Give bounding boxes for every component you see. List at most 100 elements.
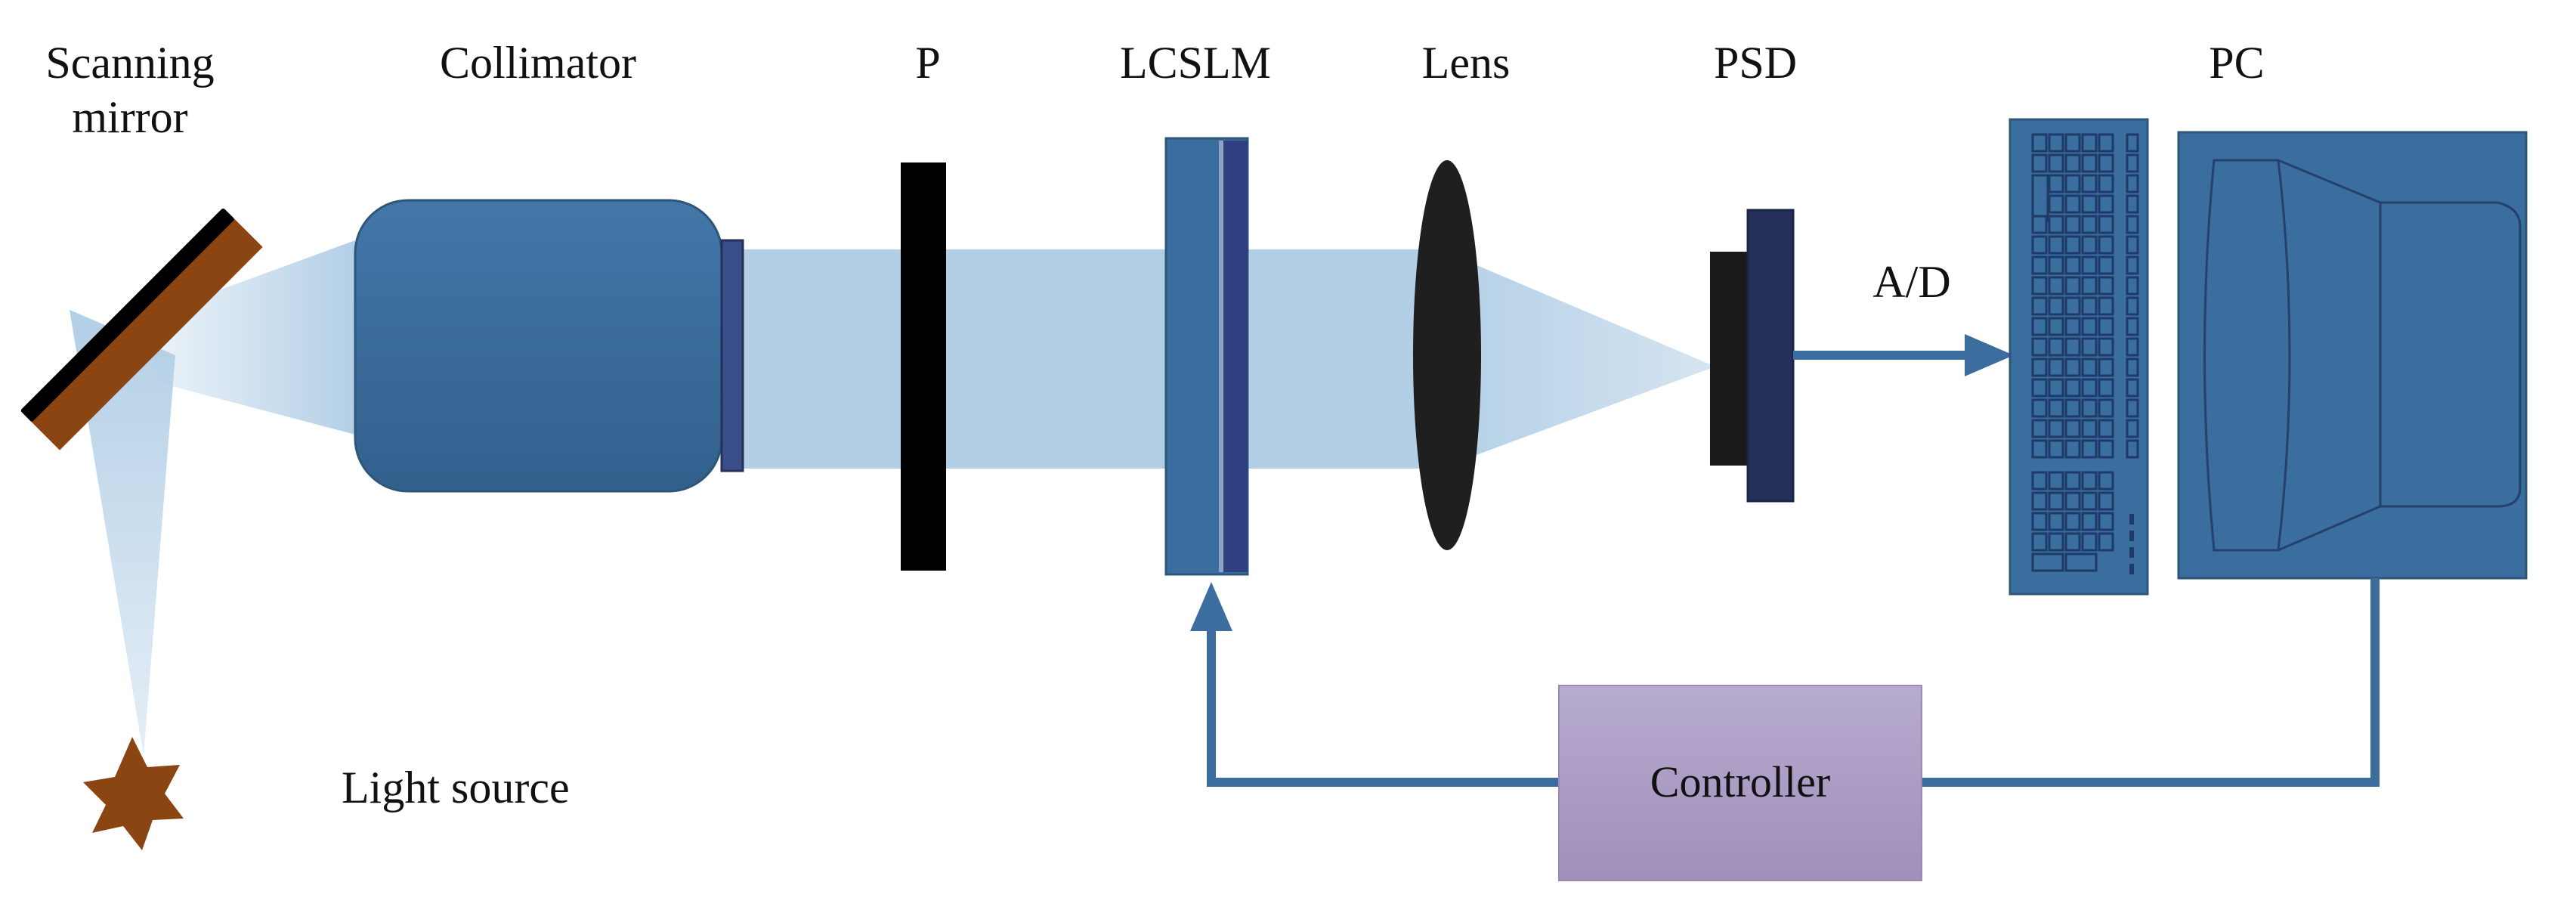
keyboard-key bbox=[2098, 153, 2114, 173]
keyboard-key bbox=[2081, 194, 2098, 214]
keyboard-key bbox=[2031, 215, 2048, 234]
keyboard-key bbox=[2081, 512, 2098, 531]
keyboard-key bbox=[2031, 357, 2048, 377]
beam-collimated bbox=[725, 249, 1440, 469]
keyboard-key bbox=[2031, 235, 2048, 255]
beam-paths bbox=[70, 240, 1715, 756]
keyboard-key bbox=[2031, 337, 2048, 357]
keyboard-key bbox=[2098, 255, 2114, 275]
keyboard-key bbox=[2048, 133, 2064, 153]
keyboard-key bbox=[2098, 419, 2114, 438]
label-controller: Controller bbox=[1650, 757, 1830, 806]
label-scanning-mirror-line2: mirror bbox=[72, 92, 187, 142]
keyboard-indicator bbox=[2129, 547, 2134, 558]
keyboard-key bbox=[2048, 532, 2064, 552]
keyboard-key bbox=[2098, 215, 2114, 234]
keyboard-key bbox=[2081, 357, 2098, 377]
keyboard-key bbox=[2048, 194, 2064, 214]
keyboard-key bbox=[2081, 153, 2098, 173]
keyboard-key bbox=[2126, 357, 2139, 377]
keyboard-key bbox=[2031, 532, 2048, 552]
keyboard-key bbox=[2098, 337, 2114, 357]
keyboard-key bbox=[2031, 471, 2048, 491]
keyboard-key bbox=[2064, 419, 2081, 438]
keyboard-key bbox=[2064, 317, 2081, 336]
label-lens: Lens bbox=[1422, 38, 1511, 88]
keyboard-key bbox=[2126, 276, 2139, 296]
keyboard-key bbox=[2048, 255, 2064, 275]
keyboard-key bbox=[2031, 398, 2048, 418]
keyboard-key bbox=[2126, 194, 2139, 214]
keyboard-key bbox=[2048, 398, 2064, 418]
keyboard-key bbox=[2048, 296, 2064, 316]
keyboard-key bbox=[2048, 153, 2064, 173]
keyboard-key bbox=[2098, 317, 2114, 336]
keyboard-key bbox=[2048, 471, 2064, 491]
polarizer-p bbox=[901, 162, 946, 571]
beam-mirror-to-collimator bbox=[155, 240, 355, 435]
keyboard-key bbox=[2048, 174, 2064, 193]
keyboard-key bbox=[2031, 378, 2048, 398]
label-lcslm: LCSLM bbox=[1120, 38, 1271, 88]
keyboard-key bbox=[2081, 296, 2098, 316]
keyboard-key bbox=[2126, 153, 2139, 173]
keyboard-key bbox=[2098, 512, 2114, 531]
keyboard-key bbox=[2081, 255, 2098, 275]
keyboard-key bbox=[2048, 317, 2064, 336]
keyboard-key bbox=[2081, 378, 2098, 398]
label-light-source: Light source bbox=[342, 763, 570, 812]
keyboard-key bbox=[2081, 491, 2098, 511]
keyboard-key bbox=[2064, 194, 2081, 214]
keyboard-key bbox=[2048, 215, 2064, 234]
keyboard-key bbox=[2031, 133, 2048, 153]
keyboard-key bbox=[2098, 378, 2114, 398]
keyboard-key bbox=[2098, 235, 2114, 255]
keyboard-indicator bbox=[2129, 564, 2134, 574]
keyboard-key bbox=[2064, 378, 2081, 398]
keyboard-key bbox=[2064, 296, 2081, 316]
keyboard-key bbox=[2081, 419, 2098, 438]
keyboard-key bbox=[2064, 235, 2081, 255]
keyboard-key bbox=[2048, 235, 2064, 255]
keyboard-key bbox=[2064, 398, 2081, 418]
keyboard-indicator bbox=[2129, 514, 2134, 525]
keyboard-key bbox=[2098, 194, 2114, 214]
keyboard-key bbox=[2064, 133, 2081, 153]
keyboard-key bbox=[2048, 512, 2064, 531]
keyboard-key bbox=[2098, 133, 2114, 153]
keyboard-key bbox=[2048, 419, 2064, 438]
keyboard-key bbox=[2126, 215, 2139, 234]
keyboard-key bbox=[2048, 491, 2064, 511]
keyboard-key bbox=[2064, 491, 2081, 511]
lens bbox=[1413, 160, 1481, 550]
keyboard-key bbox=[2126, 317, 2139, 336]
keyboard-key bbox=[2031, 317, 2048, 336]
psd-detector bbox=[1710, 209, 1795, 503]
keyboard-key bbox=[2098, 357, 2114, 377]
keyboard-key bbox=[2126, 174, 2139, 193]
keyboard-key bbox=[2064, 552, 2098, 572]
keyboard-key bbox=[2126, 255, 2139, 275]
keyboard-key bbox=[2098, 439, 2114, 459]
keyboard-key bbox=[2031, 512, 2048, 531]
keyboard-key bbox=[2098, 398, 2114, 418]
keyboard-key bbox=[2048, 337, 2064, 357]
keyboard-key bbox=[2048, 276, 2064, 296]
keyboard-key bbox=[2064, 255, 2081, 275]
keyboard-key bbox=[2031, 491, 2048, 511]
light-source-star-icon bbox=[83, 737, 184, 850]
keyboard-key bbox=[2081, 133, 2098, 153]
keyboard-key bbox=[2081, 235, 2098, 255]
keyboard-key bbox=[2126, 133, 2139, 153]
keyboard-key bbox=[2126, 235, 2139, 255]
pc-monitor bbox=[2177, 131, 2528, 580]
beam-source-to-mirror bbox=[70, 310, 175, 756]
keyboard-key bbox=[2098, 276, 2114, 296]
pc-to-controller-line bbox=[1919, 578, 2380, 787]
keyboard-key bbox=[2031, 419, 2048, 438]
ad-arrow bbox=[1793, 334, 2014, 376]
keyboard-key bbox=[2081, 398, 2098, 418]
keyboard-key bbox=[2098, 174, 2114, 193]
keyboard-key bbox=[2081, 471, 2098, 491]
